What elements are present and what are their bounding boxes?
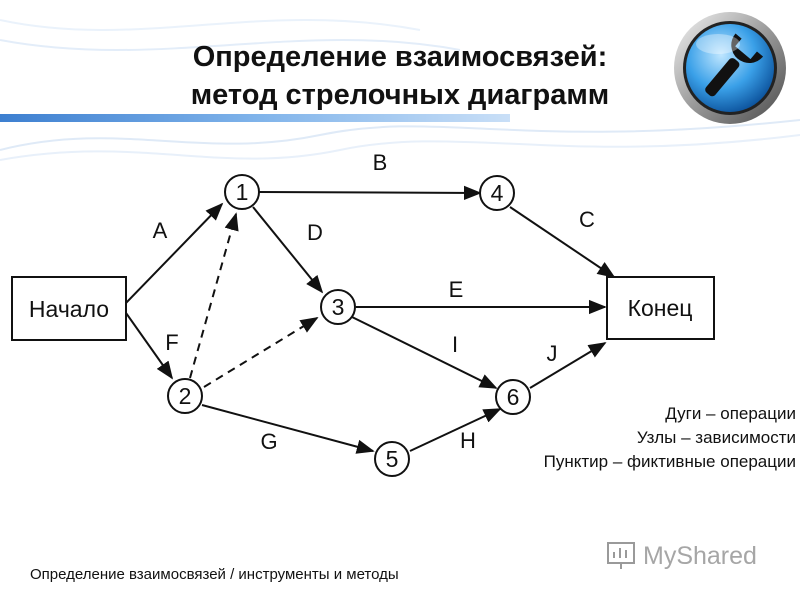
arc-a — [125, 202, 224, 304]
legend: Дуги – операции Узлы – зависимости Пункт… — [440, 402, 796, 474]
arc-h — [409, 408, 502, 452]
legend-line-1: Дуги – операции — [665, 404, 796, 423]
arc-j — [529, 342, 607, 389]
arc-label-e: E — [449, 277, 464, 302]
end-box: Конец — [606, 276, 715, 340]
dummy-arc-2-1 — [189, 212, 239, 379]
node-1: 1 — [224, 174, 260, 210]
legend-line-2: Узлы – зависимости — [636, 428, 796, 447]
arc-label-b: B — [373, 150, 388, 175]
arc-label-h: H — [460, 428, 476, 453]
node-2: 2 — [167, 378, 203, 414]
arc-i — [351, 316, 498, 389]
arc-label-i: I — [452, 332, 458, 357]
arc-c — [509, 206, 616, 279]
end-label: Конец — [628, 295, 693, 321]
watermark: MyShared — [607, 542, 757, 570]
arc-f — [125, 312, 174, 380]
wrench-icon — [674, 12, 786, 124]
arc-label-f: F — [165, 330, 178, 355]
footer-caption: Определение взаимосвязей / инструменты и… — [30, 566, 399, 583]
node-4-label: 4 — [491, 180, 504, 206]
node-2-label: 2 — [179, 383, 192, 409]
arc-label-d: D — [307, 220, 323, 245]
arc-label-a: A — [153, 218, 168, 243]
arc-label-j: J — [547, 341, 558, 366]
node-5: 5 — [374, 441, 410, 477]
arc-d — [252, 206, 324, 294]
arc-label-c: C — [579, 207, 595, 232]
title-line-1: Определение взаимосвязей: — [192, 41, 608, 73]
node-5-label: 5 — [386, 446, 399, 472]
dummy-arc-2-3 — [203, 317, 319, 388]
start-label: Начало — [29, 296, 109, 322]
title-underline — [0, 114, 510, 122]
page-title: Определение взаимосвязей: метод стрелочн… — [150, 38, 650, 114]
node-4: 4 — [479, 175, 515, 211]
node-3: 3 — [320, 289, 356, 325]
start-box: Начало — [11, 276, 127, 341]
arc-b — [258, 185, 482, 201]
arc-label-g: G — [260, 429, 277, 454]
presentation-icon — [607, 542, 635, 569]
node-6-label: 6 — [507, 384, 520, 410]
node-1-label: 1 — [236, 179, 249, 205]
legend-line-3: Пунктир – фиктивные операции — [543, 452, 796, 471]
watermark-text: MyShared — [643, 542, 757, 570]
title-line-2: метод стрелочных диаграмм — [190, 79, 610, 111]
node-6: 6 — [495, 379, 531, 415]
arc-g — [201, 404, 375, 454]
node-3-label: 3 — [332, 294, 345, 320]
arrow-diagram: Начало Конец 1 2 3 — [11, 150, 715, 477]
